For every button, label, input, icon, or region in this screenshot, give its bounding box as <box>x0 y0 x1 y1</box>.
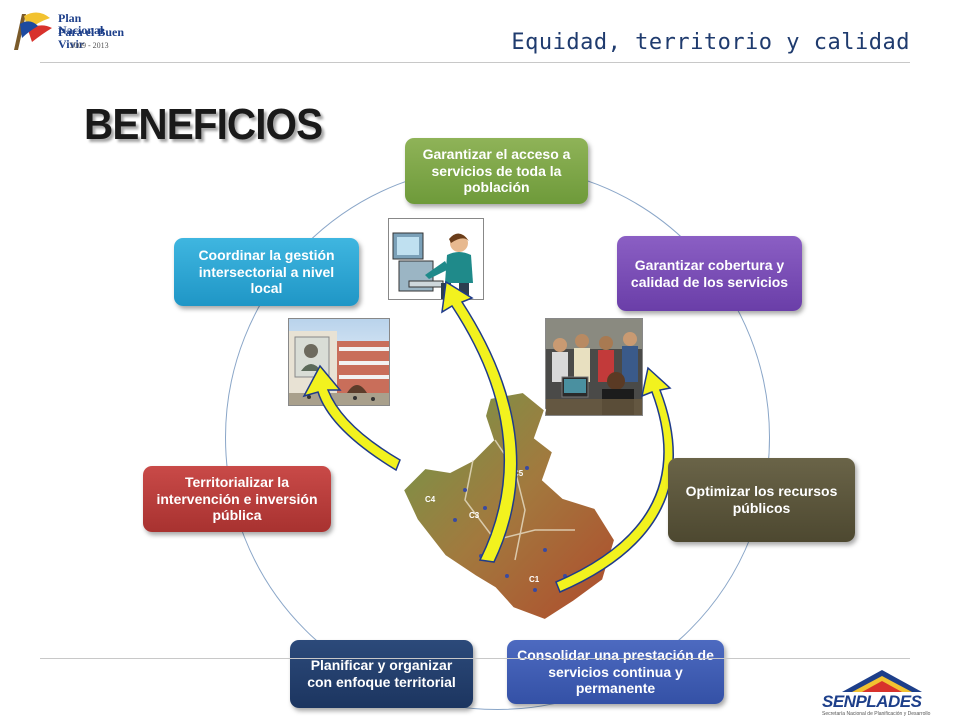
map-label-c1: C1 <box>529 575 540 584</box>
map-label-c3: C3 <box>469 511 480 520</box>
map-label-c4: C4 <box>425 495 436 504</box>
territory-map-image: C5 C4 C3 C1 <box>401 390 617 622</box>
benefit-coordination-box: Coordinar la gestión intersectorial a ni… <box>174 238 359 306</box>
benefit-resources-box: Optimizar los recursos públicos <box>668 458 855 542</box>
office-worker-image <box>388 218 484 300</box>
logo-line2: Para el Buen Vivir <box>58 25 124 51</box>
plan-nacional-logo: Plan Nacional Para el Buen Vivir 2009 - … <box>8 4 128 56</box>
map-label-c5: C5 <box>513 469 524 478</box>
slide-title: BENEFICIOS <box>84 100 323 149</box>
public-building-image <box>288 318 390 406</box>
logo-line1: Plan Nacional <box>58 11 104 37</box>
tagline: Equidad, territorio y calidad <box>511 30 910 55</box>
logo-years: 2009 - 2013 <box>70 41 109 50</box>
flag-emblem-icon <box>14 12 52 50</box>
top-divider <box>40 62 910 63</box>
senplades-logo: SENPLADES Secretaría Nacional de Planifi… <box>822 668 942 718</box>
senplades-wordmark: SENPLADES <box>822 692 922 711</box>
benefit-coverage-box: Garantizar cobertura y calidad de los se… <box>617 236 802 311</box>
benefit-access-box: Garantizar el acceso a servicios de toda… <box>405 138 588 204</box>
benefit-planning-box: Planificar y organizar con enfoque terri… <box>290 640 473 708</box>
bottom-divider <box>40 658 910 659</box>
benefit-territorialize-box: Territorializar la intervención e invers… <box>143 466 331 532</box>
benefit-continuity-box: Consolidar una prestación de servicios c… <box>507 640 724 704</box>
senplades-emblem-icon <box>842 670 922 692</box>
senplades-subtitle: Secretaría Nacional de Planificación y D… <box>822 711 931 717</box>
